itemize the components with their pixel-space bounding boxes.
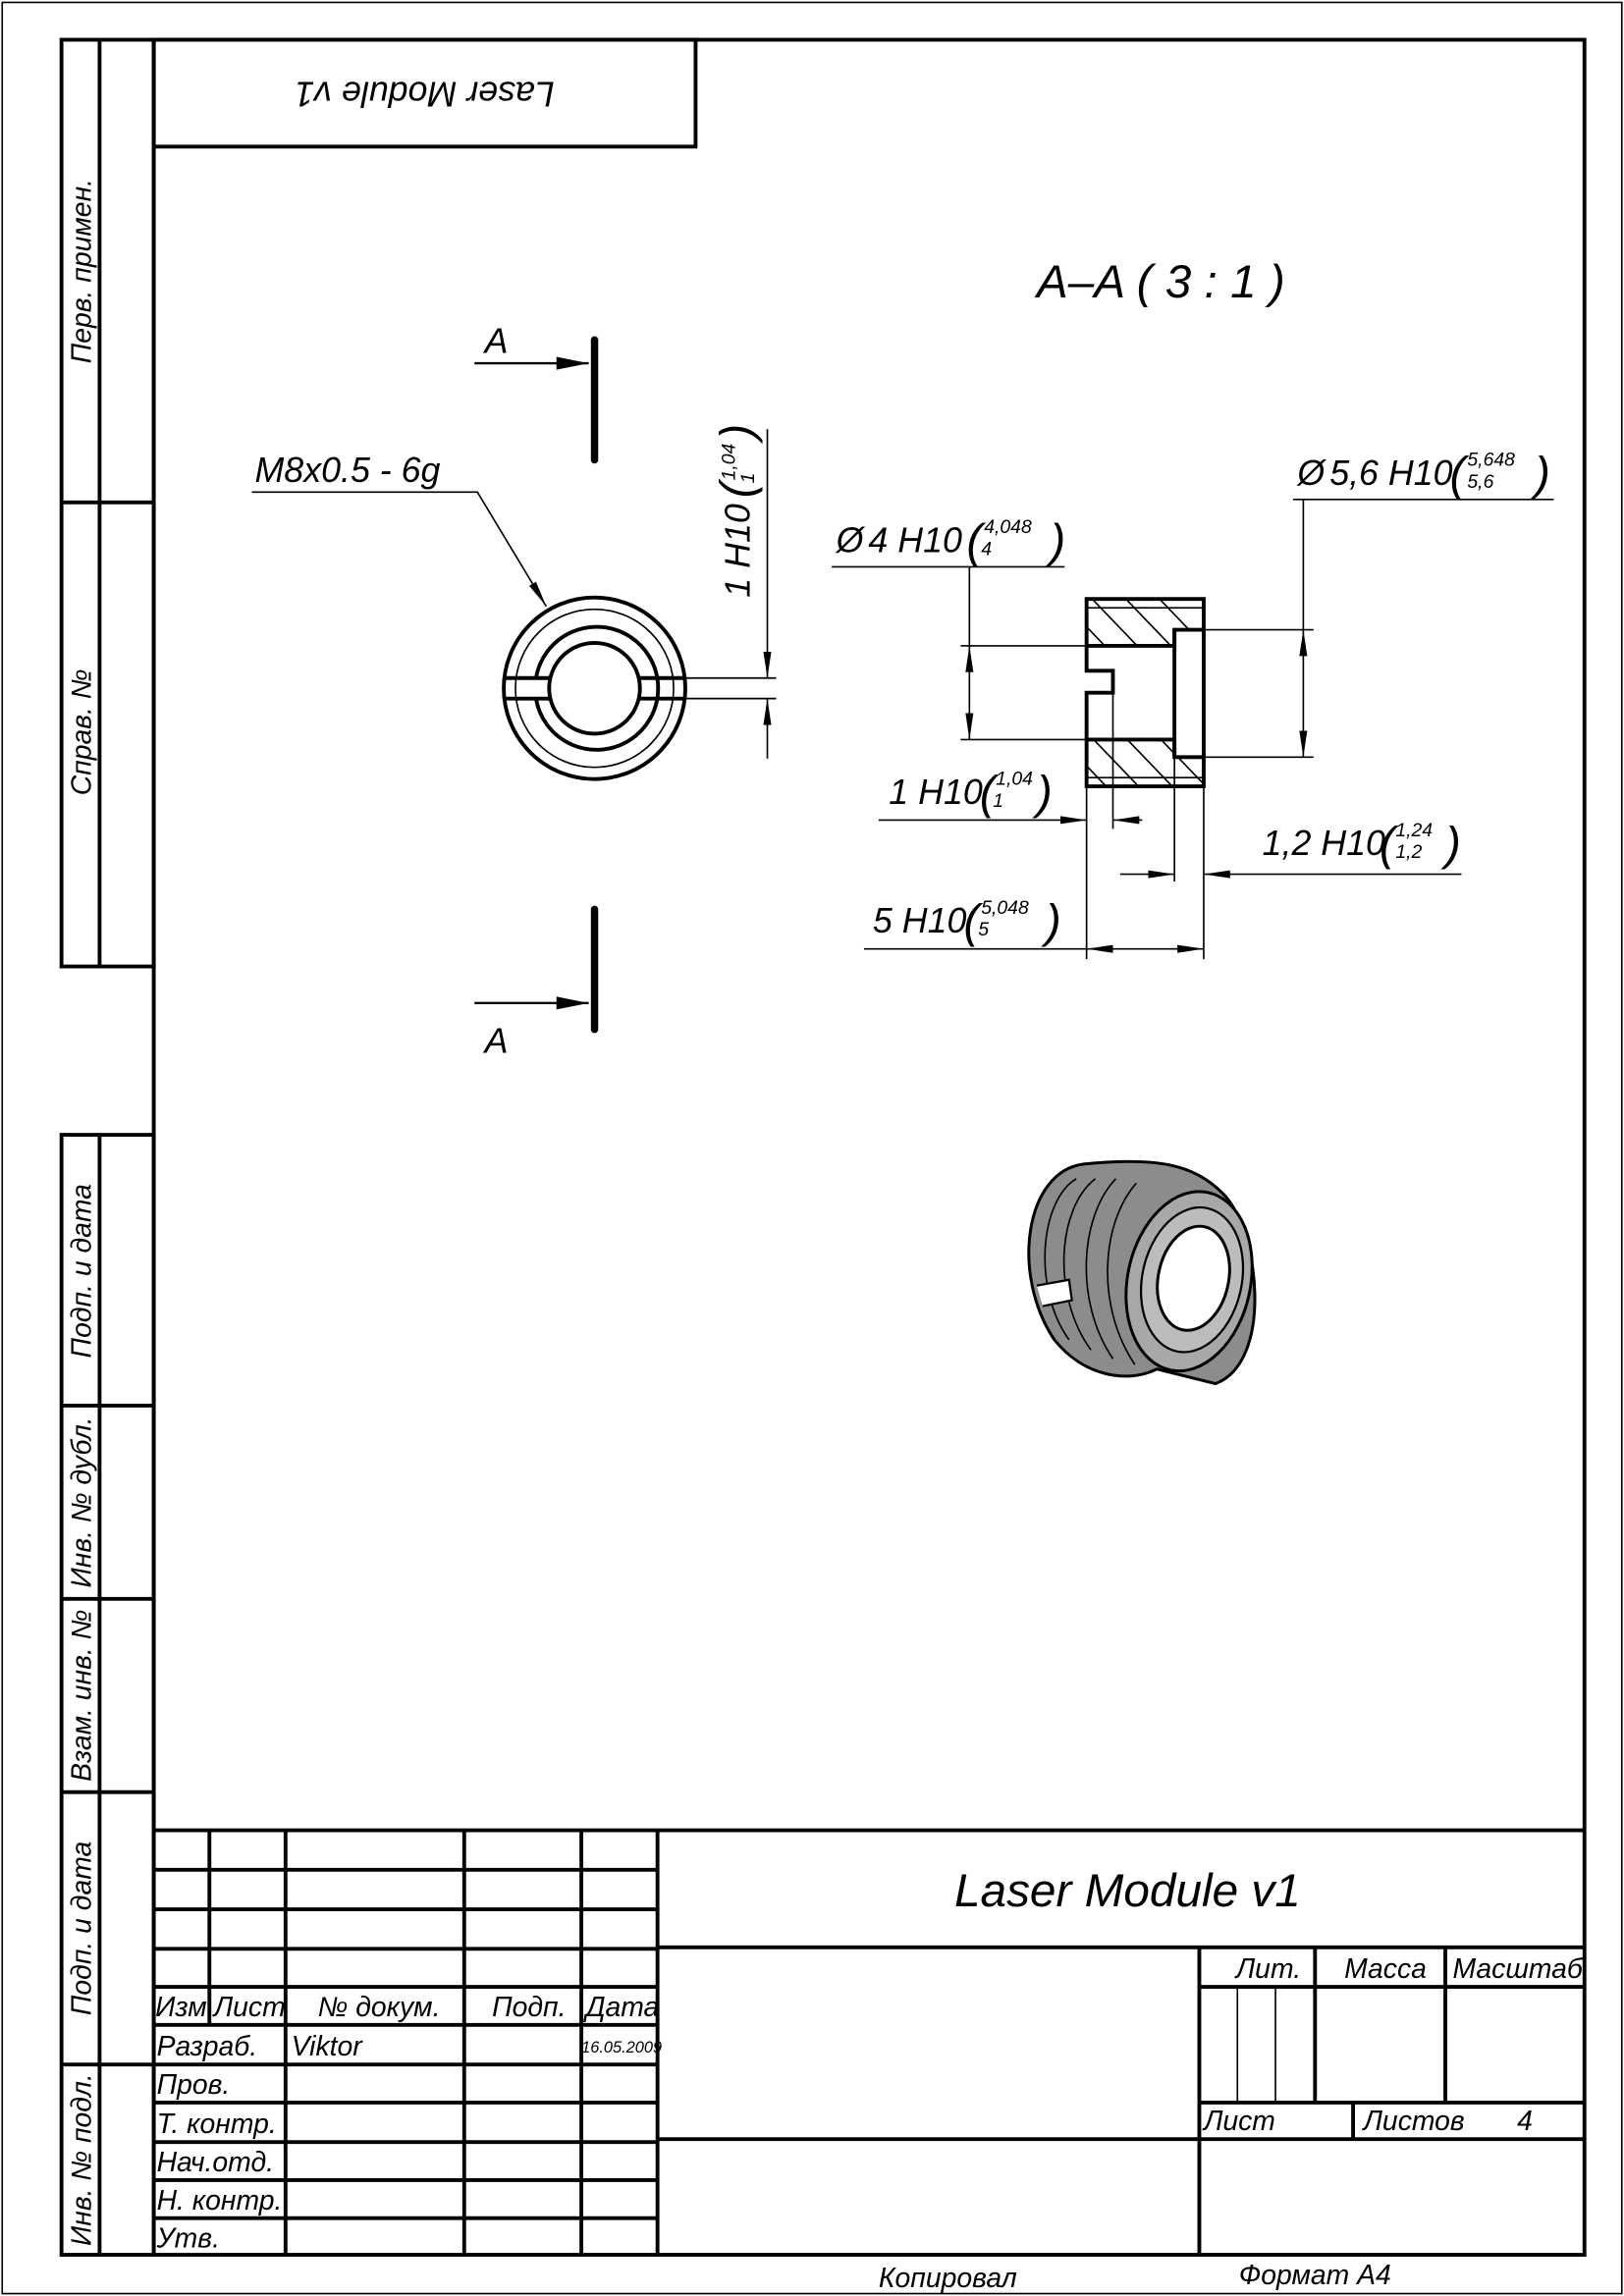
- dim-main: 1,2 H10: [1263, 824, 1385, 863]
- role-checker: Пров.: [157, 2069, 231, 2101]
- role-norm-control: Н. контр.: [157, 2185, 283, 2216]
- strip-label: Подп. и дата: [66, 1842, 97, 2015]
- section-mark-label: A: [483, 322, 509, 361]
- dim-main: 5,6 H10: [1329, 454, 1452, 493]
- dim-length: 5 H10 ( 5,048 5 ): [863, 896, 1204, 953]
- mass-label: Масса: [1344, 1953, 1427, 1985]
- title-block: Изм. Лист № докум. Подп. Дата Разраб. Пр…: [153, 1828, 1585, 2256]
- dim-paren: (: [1380, 819, 1399, 871]
- dim-upper: 5,648: [1467, 449, 1515, 470]
- section-title: A–A ( 3 : 1 ): [1034, 256, 1285, 308]
- format-label: Формат A4: [1239, 2260, 1391, 2291]
- strip-label: Инв. № дубл.: [66, 1416, 97, 1587]
- dim-upper: 5,048: [981, 897, 1029, 919]
- dim-main: 4 H10: [868, 520, 962, 560]
- isometric-view: [1027, 1159, 1257, 1386]
- strip-label: Инв. № подл.: [66, 2073, 97, 2246]
- dim-upper: 1,04: [719, 443, 740, 480]
- strip-label: Справ. №: [66, 669, 97, 796]
- dim-slot-front: 1 H10 ( 1,04 1 ): [712, 424, 764, 598]
- dim-paren: (: [712, 478, 764, 498]
- strip-label: Перв. примен.: [66, 179, 97, 363]
- dim-paren: ): [1530, 448, 1550, 500]
- dim-paren: ): [1041, 896, 1061, 948]
- role-dept-head: Нач.отд.: [157, 2147, 274, 2178]
- role-tech-control: Т. контр.: [157, 2109, 277, 2140]
- dim-prefix: Ø: [1296, 454, 1326, 493]
- dim-main: 5 H10: [873, 901, 967, 940]
- dim-upper: 4,048: [984, 516, 1032, 538]
- header-sign: Подп.: [492, 1992, 566, 2023]
- dim-counterbore: Ø 5,6 H10 ( 5,648 5,6 ): [1203, 448, 1554, 759]
- dim-paren: (: [1450, 448, 1470, 500]
- section-view: [1084, 597, 1206, 789]
- scale-label: Масштаб: [1453, 1953, 1584, 1985]
- dim-main: 1 H10: [889, 773, 983, 812]
- dim-paren: ): [1032, 767, 1053, 819]
- front-view: [502, 429, 777, 781]
- dim-upper: 1,24: [1395, 820, 1433, 841]
- thread-callout: M8x0.5 - 6g: [251, 451, 548, 608]
- rotated-title-box: [151, 37, 698, 149]
- dim-lower: 5,6: [1467, 471, 1493, 493]
- dim-lower: 1: [993, 790, 1003, 812]
- dim-main: 1 H10: [719, 504, 758, 598]
- dim-slot: 1 H10 ( 1,04 1 ): [878, 692, 1143, 960]
- drawing-title: Laser Module v1: [954, 1865, 1301, 1917]
- dim-lower: 4: [981, 538, 992, 560]
- dim-paren: (: [963, 896, 983, 948]
- role-developer: Разраб.: [157, 2031, 258, 2062]
- strip-label: Подп. и дата: [66, 1184, 97, 1358]
- dim-lower: 1,2: [1395, 841, 1422, 863]
- section-mark-label: A: [483, 1022, 509, 1061]
- section-marker-top: A: [474, 322, 599, 464]
- header-doc-no: № докум.: [318, 1992, 441, 2023]
- sheets-label: Листов: [1362, 2106, 1465, 2137]
- sheet-label: Лист: [1202, 2106, 1275, 2137]
- dim-paren: ): [1440, 819, 1461, 871]
- lit-label: Лит.: [1234, 1953, 1301, 1985]
- role-approved: Утв.: [156, 2223, 220, 2255]
- dim-paren: ): [1045, 515, 1065, 567]
- strip-label: Взам. инв. №: [66, 1610, 97, 1782]
- sheets-count: 4: [1517, 2106, 1533, 2137]
- header-list: Лист: [212, 1992, 286, 2023]
- dim-paren: (: [966, 515, 986, 567]
- main-frame: [151, 37, 1587, 2257]
- copied-label: Копировал: [879, 2263, 1017, 2294]
- dim-paren: ): [712, 424, 764, 445]
- dim-counterbore-depth: 1,2 H10 ( 1,24 1,2 ): [1119, 757, 1462, 960]
- rotated-title: Laser Module v1: [295, 75, 555, 114]
- header-date: Дата: [583, 1992, 660, 2023]
- left-strip: Перв. примен. Справ. № Подп. и дата Инв.…: [59, 37, 156, 2257]
- thread-callout-text: M8x0.5 - 6g: [255, 451, 441, 490]
- section-marker-bottom: A: [474, 905, 599, 1061]
- dim-lower: 1: [737, 473, 759, 484]
- dim-lower: 5: [978, 919, 989, 940]
- dim-bore: Ø 4 H10 ( 4,048 4 ): [832, 515, 1087, 741]
- dim-paren: (: [980, 767, 1000, 819]
- header-izm: Изм.: [155, 1992, 214, 2023]
- dim-prefix: Ø: [836, 520, 866, 560]
- developer-date: 16.05.2009: [581, 2039, 662, 2056]
- developer-name: Viktor: [292, 2031, 363, 2062]
- dim-upper: 1,04: [996, 769, 1033, 790]
